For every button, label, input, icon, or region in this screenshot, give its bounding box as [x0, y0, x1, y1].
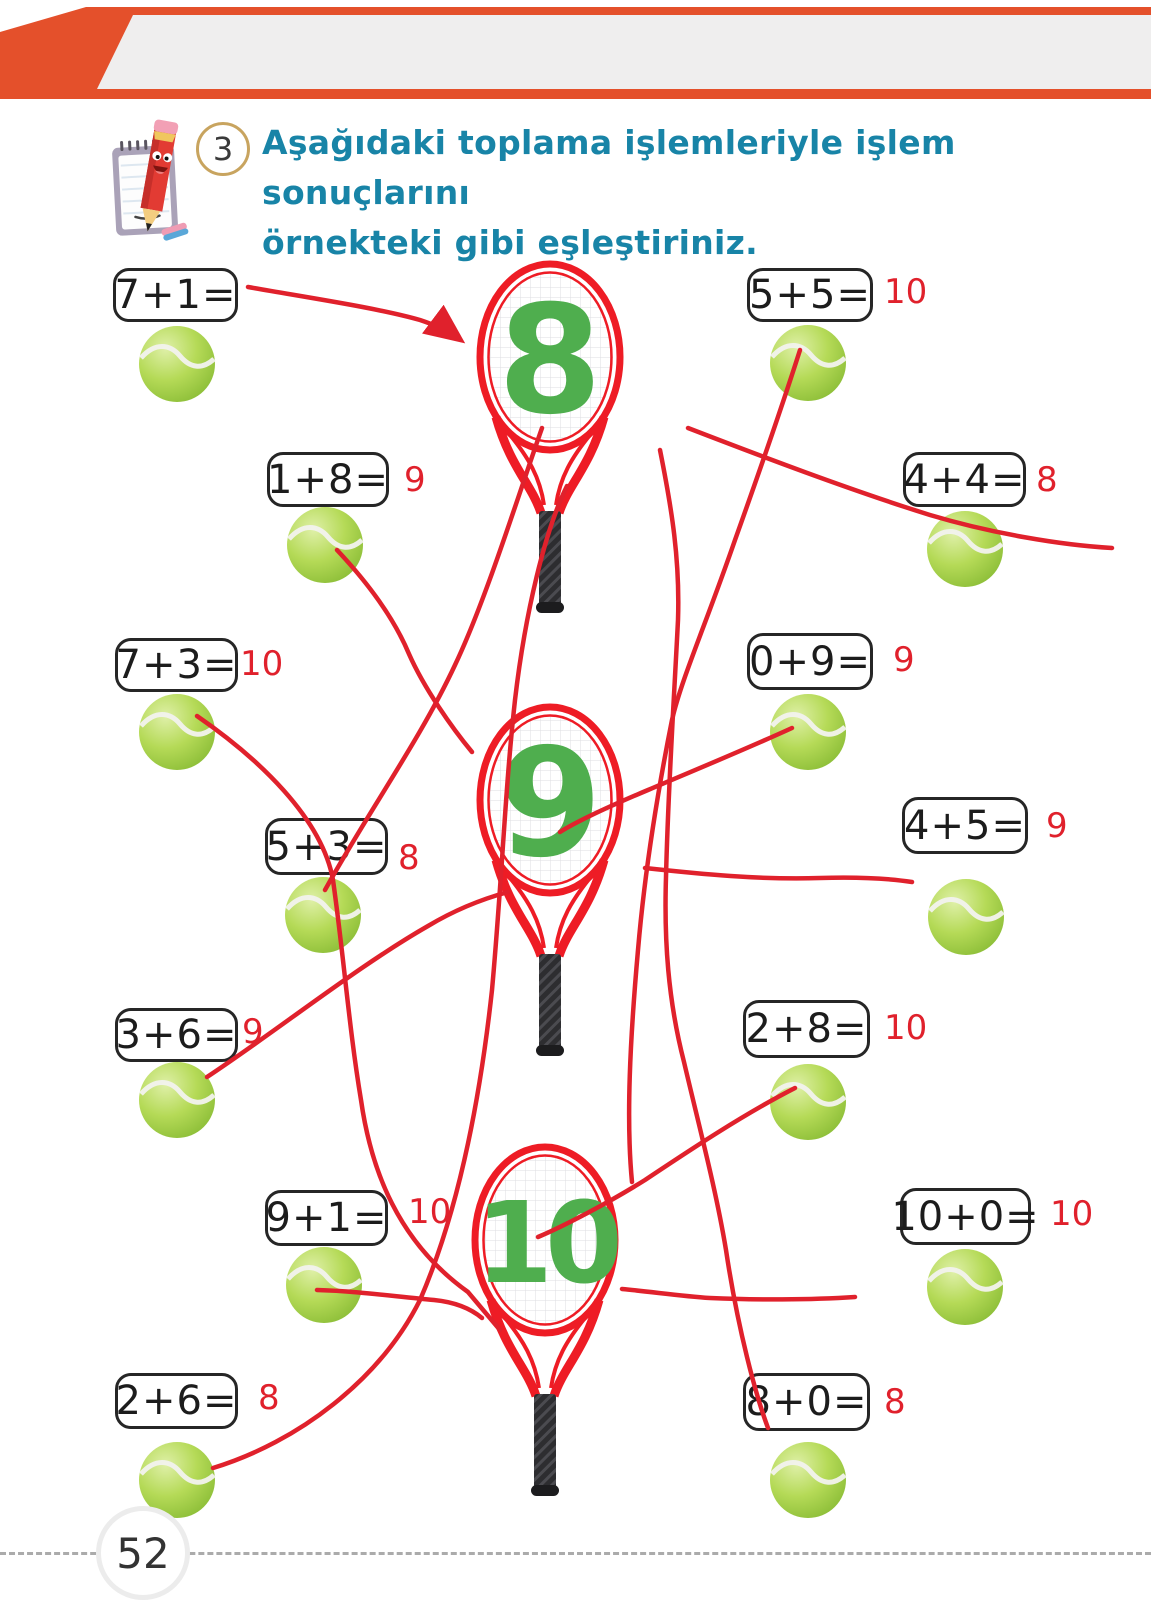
problem-box: 5+3=	[265, 818, 388, 875]
problem-label: 1+8=	[267, 456, 389, 503]
tennis-ball-icon	[770, 325, 847, 401]
handwritten-answer: 10	[408, 1192, 452, 1232]
problem-box: 3+6=	[115, 1008, 238, 1062]
problem-label: 5+3=	[265, 823, 388, 870]
problem-label: 2+6=	[115, 1378, 238, 1424]
instruction-number-badge: 3	[196, 122, 250, 176]
tennis-ball-icon	[287, 507, 364, 583]
instruction-text: Aşağıdaki toplama işlemleriyle işlem son…	[262, 118, 1052, 268]
problem-box: 4+4=	[903, 452, 1026, 507]
racket-number: 8	[497, 274, 603, 448]
page-number: 52	[116, 1528, 170, 1578]
handwritten-answer: 9	[893, 640, 915, 680]
problem-box: 0+9=	[747, 633, 873, 690]
handwritten-answer: 8	[398, 838, 420, 878]
tennis-ball-icon	[286, 1247, 363, 1323]
handwritten-answer: 10	[240, 644, 284, 684]
handwritten-answer: 8	[884, 1382, 906, 1422]
problem-box: 5+5=	[747, 268, 873, 322]
problem-box: 4+5=	[902, 797, 1028, 854]
handwritten-answer: 8	[258, 1378, 280, 1418]
racket-8: 8	[470, 257, 630, 622]
tennis-ball-icon	[139, 694, 216, 770]
problem-label: 2+8=	[745, 1006, 868, 1052]
problem-label: 7+3=	[115, 642, 238, 688]
racket-number: 9	[497, 717, 603, 891]
handwritten-answer: 9	[1046, 806, 1068, 846]
instruction-line-2: örnekteki gibi eşleştiriniz.	[262, 223, 759, 262]
tennis-ball-icon	[928, 879, 1005, 955]
handwritten-answer: 10	[1050, 1194, 1094, 1234]
problem-label: 10+0=	[891, 1193, 1040, 1240]
problem-label: 9+1=	[265, 1195, 388, 1241]
problem-label: 4+4=	[903, 456, 1026, 503]
handwritten-answer: 9	[404, 460, 426, 500]
problem-box: 8+0=	[743, 1373, 870, 1431]
handwritten-answer: 10	[884, 1008, 928, 1048]
header-banner	[0, 0, 1151, 104]
problem-box: 7+1=	[113, 268, 238, 322]
racket-10: 10	[465, 1140, 625, 1505]
connection-line-4+5	[642, 865, 915, 885]
connection-line-8+0	[657, 447, 771, 1431]
instruction-number: 3	[212, 130, 234, 168]
dashed-separator	[0, 1552, 1151, 1555]
handwritten-answer: 10	[884, 272, 928, 312]
connection-line-10+0	[619, 1286, 858, 1302]
racket-9: 9	[470, 700, 630, 1065]
tennis-ball-icon	[927, 511, 1004, 587]
handwritten-answer: 9	[242, 1012, 264, 1052]
header-banner-panel	[97, 15, 1151, 89]
page-number-badge: 52	[96, 1506, 190, 1600]
problem-box: 2+6=	[115, 1373, 238, 1429]
tennis-ball-icon	[139, 1062, 216, 1138]
problem-label: 4+5=	[904, 802, 1026, 849]
problem-box: 7+3=	[115, 638, 238, 692]
tennis-ball-icon	[770, 694, 847, 770]
instruction-line-1: Aşağıdaki toplama işlemleriyle işlem son…	[262, 123, 956, 212]
problem-label: 7+1=	[114, 272, 237, 318]
problem-label: 3+6=	[115, 1012, 238, 1058]
tennis-ball-icon	[927, 1249, 1004, 1325]
racket-number: 10	[475, 1179, 623, 1309]
handwritten-answer: 8	[1036, 460, 1058, 500]
tennis-ball-icon	[285, 877, 362, 953]
pencil-mascot-icon	[112, 119, 189, 241]
example-arrow	[245, 284, 466, 344]
tennis-ball-icon	[139, 1442, 216, 1518]
problem-label: 5+5=	[749, 272, 871, 318]
problem-box: 2+8=	[743, 1000, 870, 1058]
problem-label: 0+9=	[749, 638, 871, 685]
tennis-ball-icon	[770, 1064, 847, 1140]
problem-box: 10+0=	[891, 1188, 1039, 1245]
problem-box: 1+8=	[267, 452, 389, 507]
problem-box: 9+1=	[265, 1190, 388, 1246]
problem-label: 8+0=	[745, 1379, 868, 1425]
tennis-ball-icon	[139, 326, 216, 402]
tennis-ball-icon	[770, 1442, 847, 1518]
